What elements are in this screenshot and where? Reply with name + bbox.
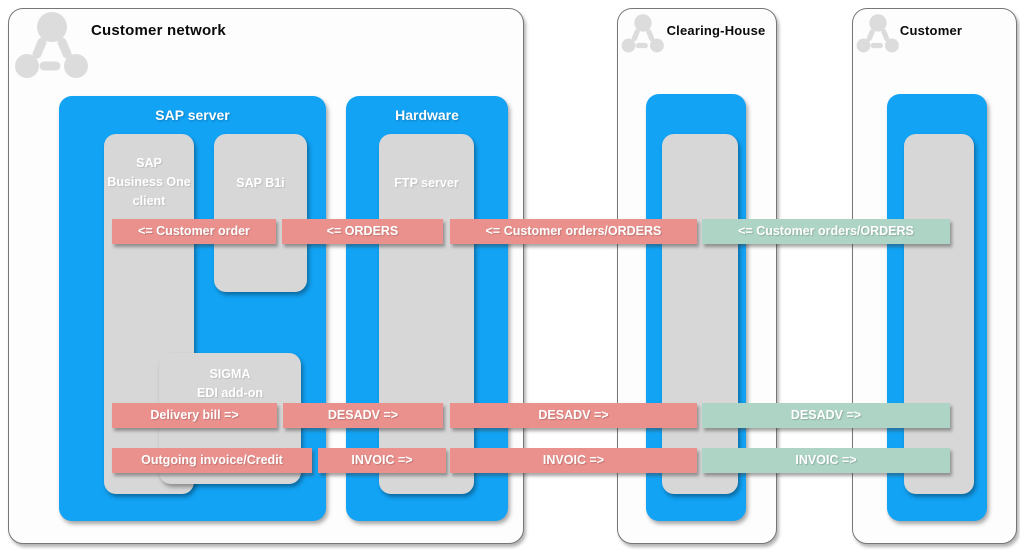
flow-invoic-inner: INVOIC => <box>318 448 446 473</box>
flow-invoic-green: INVOIC => <box>702 448 950 473</box>
flow-invoic-outer: INVOIC => <box>450 448 697 473</box>
clearing-house-server-box <box>646 94 746 521</box>
sap-server-title: SAP server <box>155 107 230 123</box>
sap-b1i-box: SAP B1i <box>214 134 307 292</box>
panel-title-customer-network: Customer network <box>91 22 226 39</box>
panel-title-customer: Customer <box>899 23 963 38</box>
flow-desadv-green: DESADV => <box>702 403 950 428</box>
ftp-server-box: FTP server <box>379 134 474 494</box>
customer-server-box <box>887 94 987 521</box>
clearing-house-component-box <box>662 134 738 494</box>
flow-customer-order: <= Customer order <box>112 219 276 244</box>
flow-customer-orders-red: <= Customer orders/ORDERS <box>450 219 697 244</box>
flow-desadv-inner: DESADV => <box>283 403 443 428</box>
flow-orders: <= ORDERS <box>282 219 443 244</box>
flow-outgoing-invoice: Outgoing invoice/Credit <box>112 448 312 473</box>
customer-component-box <box>904 134 974 494</box>
flow-delivery-bill: Delivery bill => <box>112 403 277 428</box>
sap-server-box: SAP server SAP Business One client SAP B… <box>59 96 326 521</box>
network-icon <box>621 14 664 53</box>
flow-customer-orders-green: <= Customer orders/ORDERS <box>702 219 950 244</box>
panel-title-clearing-house: Clearing-House <box>666 23 766 38</box>
network-icon <box>15 12 88 78</box>
hardware-title: Hardware <box>395 107 459 123</box>
flow-desadv-outer: DESADV => <box>450 403 697 428</box>
network-icon <box>856 14 899 53</box>
